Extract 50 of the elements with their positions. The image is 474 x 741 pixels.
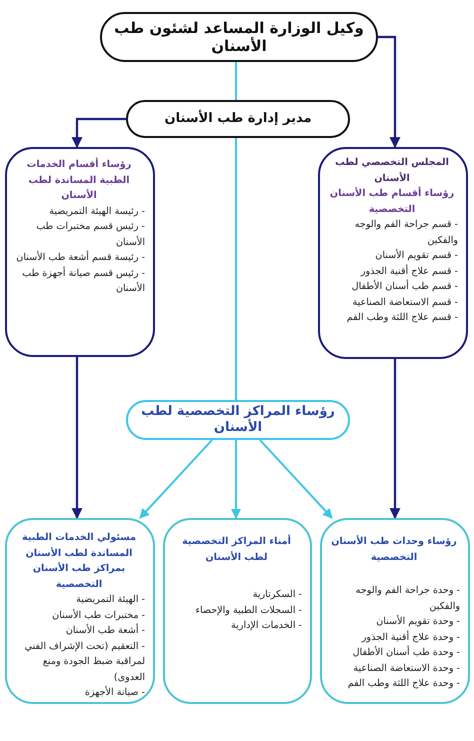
- list-item: - رئيسة الهيئة التمريضية: [48, 204, 145, 219]
- list-item: - الخدمات الإدارية: [230, 619, 302, 634]
- list-item: - قسم جراحة الفم والوجه والفكين: [354, 218, 458, 248]
- list-item: - قسم طب أسنان الأطفال: [350, 279, 458, 294]
- list-item: - السكرتارية: [252, 588, 302, 602]
- title-text: وكيل الوزارة المساعد لشئون طب الأسنان: [113, 19, 365, 55]
- connector-line: [235, 62, 237, 100]
- list-item: - التعقيم (تحت الإشراف الفني لمراقبة ضبط الجودة ومنع العدوى): [24, 640, 145, 685]
- title-pill: [126, 100, 350, 138]
- list-item: - وحدة الاستعاضة الصناعية: [352, 662, 460, 676]
- heading-text: رؤساء أقسام الخدمات الطبية المساندة لطب الأسنان: [26, 157, 132, 204]
- rounded-box: [5, 518, 155, 704]
- list-item: - قسم الاستعاضة الصناعية: [351, 296, 458, 310]
- arrow: [390, 359, 400, 520]
- heading-text: رؤساء وحدات طب الأسنان التخصصية: [330, 534, 458, 565]
- list-item: - وحدة طب أسنان الأطفال: [352, 645, 460, 660]
- title-text: مدير إدارة طب الأسنان: [164, 111, 312, 127]
- list-item: - الهيئة التمريضية: [75, 593, 145, 608]
- rounded-box: [163, 518, 312, 704]
- list-item: - مختبرات طب الأسنان: [51, 608, 145, 623]
- arrow: [139, 439, 213, 519]
- title-pill: [100, 12, 378, 62]
- connector-line: [235, 138, 237, 400]
- arrow: [231, 440, 241, 519]
- rounded-box: [5, 147, 155, 357]
- rounded-box: [318, 147, 468, 359]
- list-item: - قسم علاج أقنية الجذور: [360, 264, 458, 279]
- list-item: - رئيس قسم صيانة أجهزة طب الأسنان: [21, 266, 145, 296]
- heading-text: المجلس التخصصي لطب الأسنان: [334, 156, 450, 186]
- arrow: [259, 439, 333, 519]
- title-pill: [126, 400, 350, 440]
- list-item: - رئيس قسم مختبرات طب الأسنان: [35, 220, 145, 250]
- arrow: [378, 36, 400, 148]
- rounded-box: [320, 518, 470, 704]
- list-item: - صيانة الأجهزة: [84, 685, 145, 700]
- title-text: رؤساء المراكز التخصصية لطب الأسنان: [140, 404, 336, 436]
- heading-text: أمناء المراكز التخصصية لطب الأسنان: [181, 534, 292, 565]
- list-item: - قسم تقويم الأسنان: [374, 248, 458, 264]
- list-item: - رئيسة قسم أشعة طب الأسنان: [15, 250, 145, 266]
- arrow: [72, 118, 126, 148]
- list-item: - وحدة علاج اللثة وطب الفم: [346, 677, 460, 692]
- list-item: - وحدة جراحة الفم والوجه والفكين: [354, 584, 460, 614]
- heading-text: مسئولي الخدمات الطبية المساندة لطب الأسنان بمراكز طب الأسنان التخصصية: [20, 531, 138, 592]
- list-item: - أشعة طب الأسنان: [64, 623, 145, 638]
- list-item: - وحدة علاج أقنية الجذور: [360, 630, 460, 645]
- list-item: - قسم علاج اللثة وطب الفم: [346, 311, 458, 326]
- arrow: [72, 357, 82, 520]
- list-item: - السجلات الطبية والإحصاء: [194, 604, 302, 618]
- heading-text: رؤساء أقسام طب الأسنان التخصصية: [328, 186, 456, 217]
- list-item: - وحدة تقويم الأسنان: [375, 614, 460, 630]
